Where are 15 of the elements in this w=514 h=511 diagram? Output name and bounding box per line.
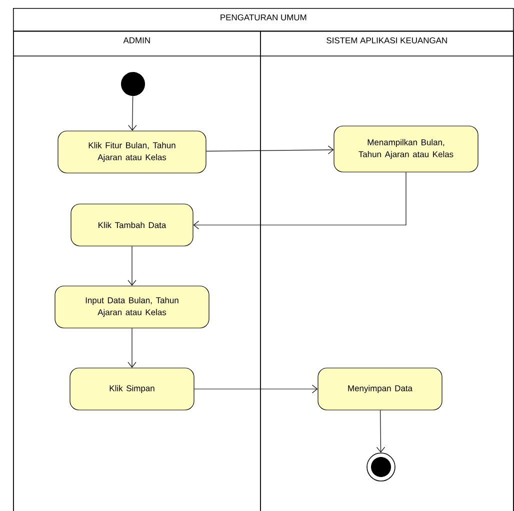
action-box: Menampilkan Bulan, Tahun Ajaran atau Kelas [334, 126, 478, 172]
arrow [128, 246, 136, 286]
arrow [193, 172, 406, 230]
arrow [128, 328, 136, 368]
action-box: Menyimpan Data [318, 368, 442, 410]
arrow [194, 384, 318, 394]
action-box: Input Data Bulan, Tahun Ajaran atau Kelas [54, 286, 210, 328]
action-box: Klik Fitur Bulan, Tahun Ajaran atau Kelas [58, 130, 206, 174]
arrow [128, 96, 137, 131]
start-node [121, 72, 145, 96]
action-box: Klik Simpan [70, 368, 194, 410]
arrow [206, 146, 334, 154]
end-node [366, 452, 396, 482]
action-box: Klik Tambah Data [70, 204, 194, 246]
arrow [376, 410, 386, 453]
